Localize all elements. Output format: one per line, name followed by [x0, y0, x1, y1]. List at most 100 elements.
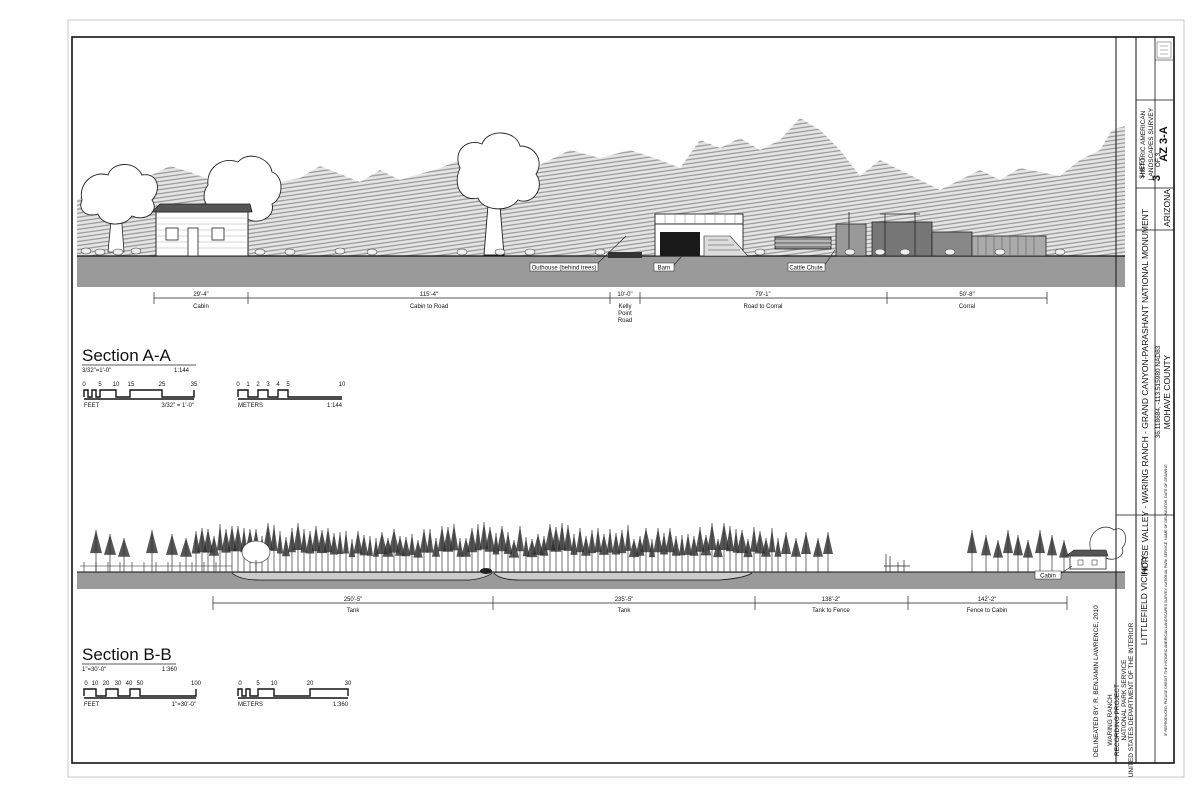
- cabin-label: Cabin: [1040, 574, 1056, 580]
- scale-tick: 3: [266, 382, 270, 388]
- scale-tick: 40: [126, 681, 133, 687]
- dim-value: 79'-1": [755, 292, 770, 298]
- scale-tick: 20: [103, 681, 110, 687]
- dim-label: Cabin to Road: [410, 304, 448, 310]
- dim-value: 142'-2": [978, 597, 997, 603]
- survey-line-2: LANDSCAPES SURVEY: [1148, 107, 1155, 180]
- scale-tick: 10: [92, 681, 99, 687]
- scale-tick: 30: [115, 681, 122, 687]
- survey-number: AZ 3-A: [1158, 126, 1170, 162]
- coordinates: 36.118684, -113.515980 NAD83: [1155, 345, 1162, 438]
- scale-tick: 10: [339, 382, 346, 388]
- section-a-ratio: 1:144: [174, 368, 190, 374]
- section-b-tree-line: [90, 522, 1069, 572]
- cabin-callout: Cabin: [1034, 565, 1073, 580]
- section-a-shrubs: [80, 247, 1066, 256]
- section-a-title: Section A-A: [82, 346, 171, 365]
- section-b-heading: Section B-B 1"=30'-0" 1:360: [82, 645, 178, 673]
- survey-line-1: HISTORIC AMERICAN: [1140, 110, 1147, 177]
- section-b-title: Section B-B: [82, 645, 172, 664]
- dim-value: 235'-5": [615, 597, 634, 603]
- scale-tick: 0: [236, 382, 240, 388]
- agency-line-2: UNITED STATES DEPARTMENT OF THE INTERIOR: [1128, 622, 1135, 777]
- dim-label: Point: [618, 311, 632, 317]
- scale-tick: 0: [82, 382, 86, 388]
- dim-label: Corral: [959, 304, 975, 310]
- section-b-dimension-line: 250'-5" Tank 235'-5" Tank 138'-2" Tank t…: [212, 596, 1068, 614]
- section-b-scale-text: 1"=30'-0": [82, 667, 106, 673]
- barn-label: Barn: [658, 266, 671, 272]
- outhouse-label: Outhouse (behind trees): [532, 266, 597, 272]
- scale-note: 1:144: [327, 403, 343, 409]
- dim-label: Tank: [347, 608, 361, 614]
- section-a-ground: [77, 256, 1125, 287]
- dim-value: 29'-4": [193, 292, 208, 298]
- deciduous-tree-icon: [456, 132, 540, 256]
- scale-unit: FEET: [84, 403, 100, 409]
- dim-value: 250'-5": [344, 597, 363, 603]
- section-b-meter-scale-bar: 0 5 10 20 30 METERS 1:360: [237, 681, 352, 708]
- dim-value: 138'-2": [822, 597, 841, 603]
- vicinity: LITTLEFIELD VICINITY: [1139, 555, 1149, 646]
- tank-depression: [231, 572, 493, 581]
- dim-label: Cabin: [193, 304, 209, 310]
- dim-label: Tank to Fence: [812, 608, 850, 614]
- dim-label: Road: [618, 318, 632, 324]
- scale-tick: 35: [191, 382, 198, 388]
- scale-tick: 20: [307, 681, 314, 687]
- page-border: [67, 19, 1185, 778]
- scale-tick: 50: [137, 681, 144, 687]
- sheet-of: OF 3: [1155, 152, 1162, 167]
- barn-callout: Barn: [653, 255, 683, 272]
- delineator-text: DELINEATED BY: R. BENJAMIN LAWRENCE, 201…: [1093, 605, 1100, 757]
- scale-unit: FEET: [84, 702, 100, 708]
- scale-tick: 4: [276, 382, 280, 388]
- dim-value: 10'-0": [617, 292, 632, 298]
- scale-tick: 1: [246, 382, 250, 388]
- cattle-chute-callout: Cattle Chute: [787, 249, 836, 272]
- title-block: DELINEATED BY: R. BENJAMIN LAWRENCE, 201…: [1093, 37, 1174, 777]
- scale-tick: 15: [128, 382, 135, 388]
- dim-value: 115'-4": [420, 292, 438, 298]
- section-a-tree-mass: [77, 118, 1125, 256]
- section-a-scale-text: 3/32"=1'-0": [82, 368, 111, 374]
- deciduous-tree-icon: [80, 164, 158, 253]
- section-a-heading: Section A-A 3/32"=1'-0" 1:144: [82, 346, 196, 374]
- sheet-number: 3: [1151, 175, 1163, 181]
- dim-value: 50'-8": [959, 292, 974, 298]
- section-b-ratio: 1:360: [162, 667, 178, 673]
- section-a-meter-scale-bar: 0 1 2 3 4 5 10 METERS 1:144: [236, 382, 346, 409]
- scale-tick: 5: [98, 382, 102, 388]
- agency-logo: [1156, 41, 1172, 59]
- scale-note: 3/32" = 1'-0": [161, 403, 194, 409]
- tank-depression: [493, 572, 753, 581]
- county: MOHAVE COUNTY: [1162, 354, 1172, 429]
- dim-label: Kelly: [618, 304, 631, 310]
- cabin-icon: [1065, 526, 1126, 570]
- scale-tick: 0: [84, 681, 88, 687]
- fine-print: IF REPRODUCED, PLEASE CREDIT: THE HISTOR…: [1164, 464, 1168, 736]
- scale-tick: 10: [113, 382, 120, 388]
- scale-tick: 2: [256, 382, 260, 388]
- section-b-feet-scale-bar: 0 10 20 30 40 50 100 FEET 1"=30'-0": [83, 681, 202, 708]
- outhouse-callout: Outhouse (behind trees): [529, 235, 627, 272]
- section-b-elevation: Cabin: [77, 522, 1126, 589]
- outhouse-marker: [608, 252, 642, 258]
- sheet-label: SHEET: [1139, 157, 1146, 179]
- scale-tick: 30: [345, 681, 352, 687]
- scale-tick: 5: [286, 382, 290, 388]
- scale-tick: 10: [271, 681, 278, 687]
- scale-note: 1"=30'-0": [172, 702, 196, 708]
- cattle-chute-label: Cattle Chute: [789, 266, 823, 272]
- scale-tick: 0: [238, 681, 242, 687]
- state: ARIZONA: [1162, 189, 1172, 227]
- agency-line-1: NATIONAL PARK SERVICE: [1121, 659, 1128, 741]
- scale-tick: 100: [191, 681, 202, 687]
- barn-icon: [654, 213, 749, 257]
- project-line-1: WARING RANCH: [1107, 694, 1114, 746]
- section-a-dimension-line: 29'-4" Cabin 115'-4" Cabin to Road 10'-0…: [153, 292, 1048, 324]
- scale-note: 1:360: [333, 702, 349, 708]
- dim-label: Fence to Cabin: [967, 608, 1008, 614]
- scale-tick: 5: [256, 681, 260, 687]
